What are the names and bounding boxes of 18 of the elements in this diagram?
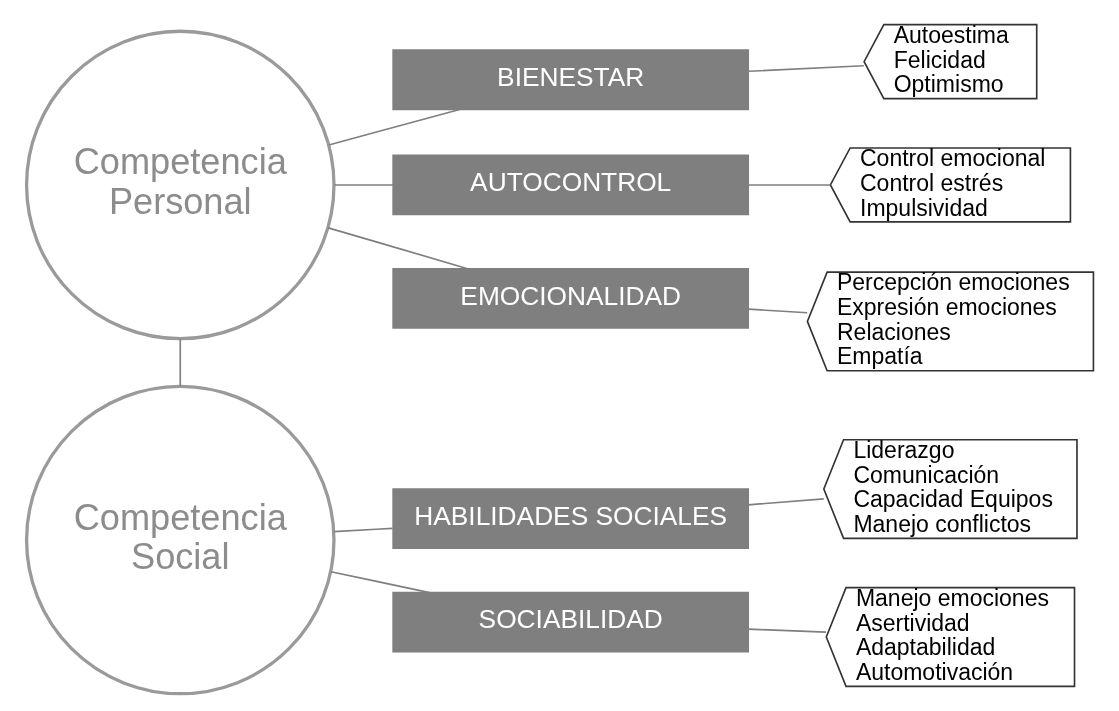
connector bbox=[333, 184, 394, 186]
node-circle: Competencia Personal bbox=[24, 29, 336, 341]
node-box: EMOCIONALIDAD bbox=[391, 267, 749, 329]
node-box: AUTOCONTROL bbox=[391, 154, 749, 216]
connector bbox=[747, 184, 831, 186]
connector bbox=[747, 64, 865, 73]
connector bbox=[747, 628, 827, 633]
connector bbox=[329, 570, 430, 594]
node-box: HABILIDADES SOCIALES bbox=[391, 488, 749, 550]
connector bbox=[327, 108, 460, 146]
connector bbox=[747, 308, 808, 314]
connector bbox=[747, 498, 825, 506]
connector bbox=[178, 338, 181, 387]
node-box: SOCIABILIDAD bbox=[391, 591, 749, 653]
connector bbox=[332, 527, 393, 533]
connector bbox=[326, 227, 468, 270]
node-box: BIENESTAR bbox=[391, 49, 749, 111]
node-circle: Competencia Social bbox=[24, 384, 336, 696]
